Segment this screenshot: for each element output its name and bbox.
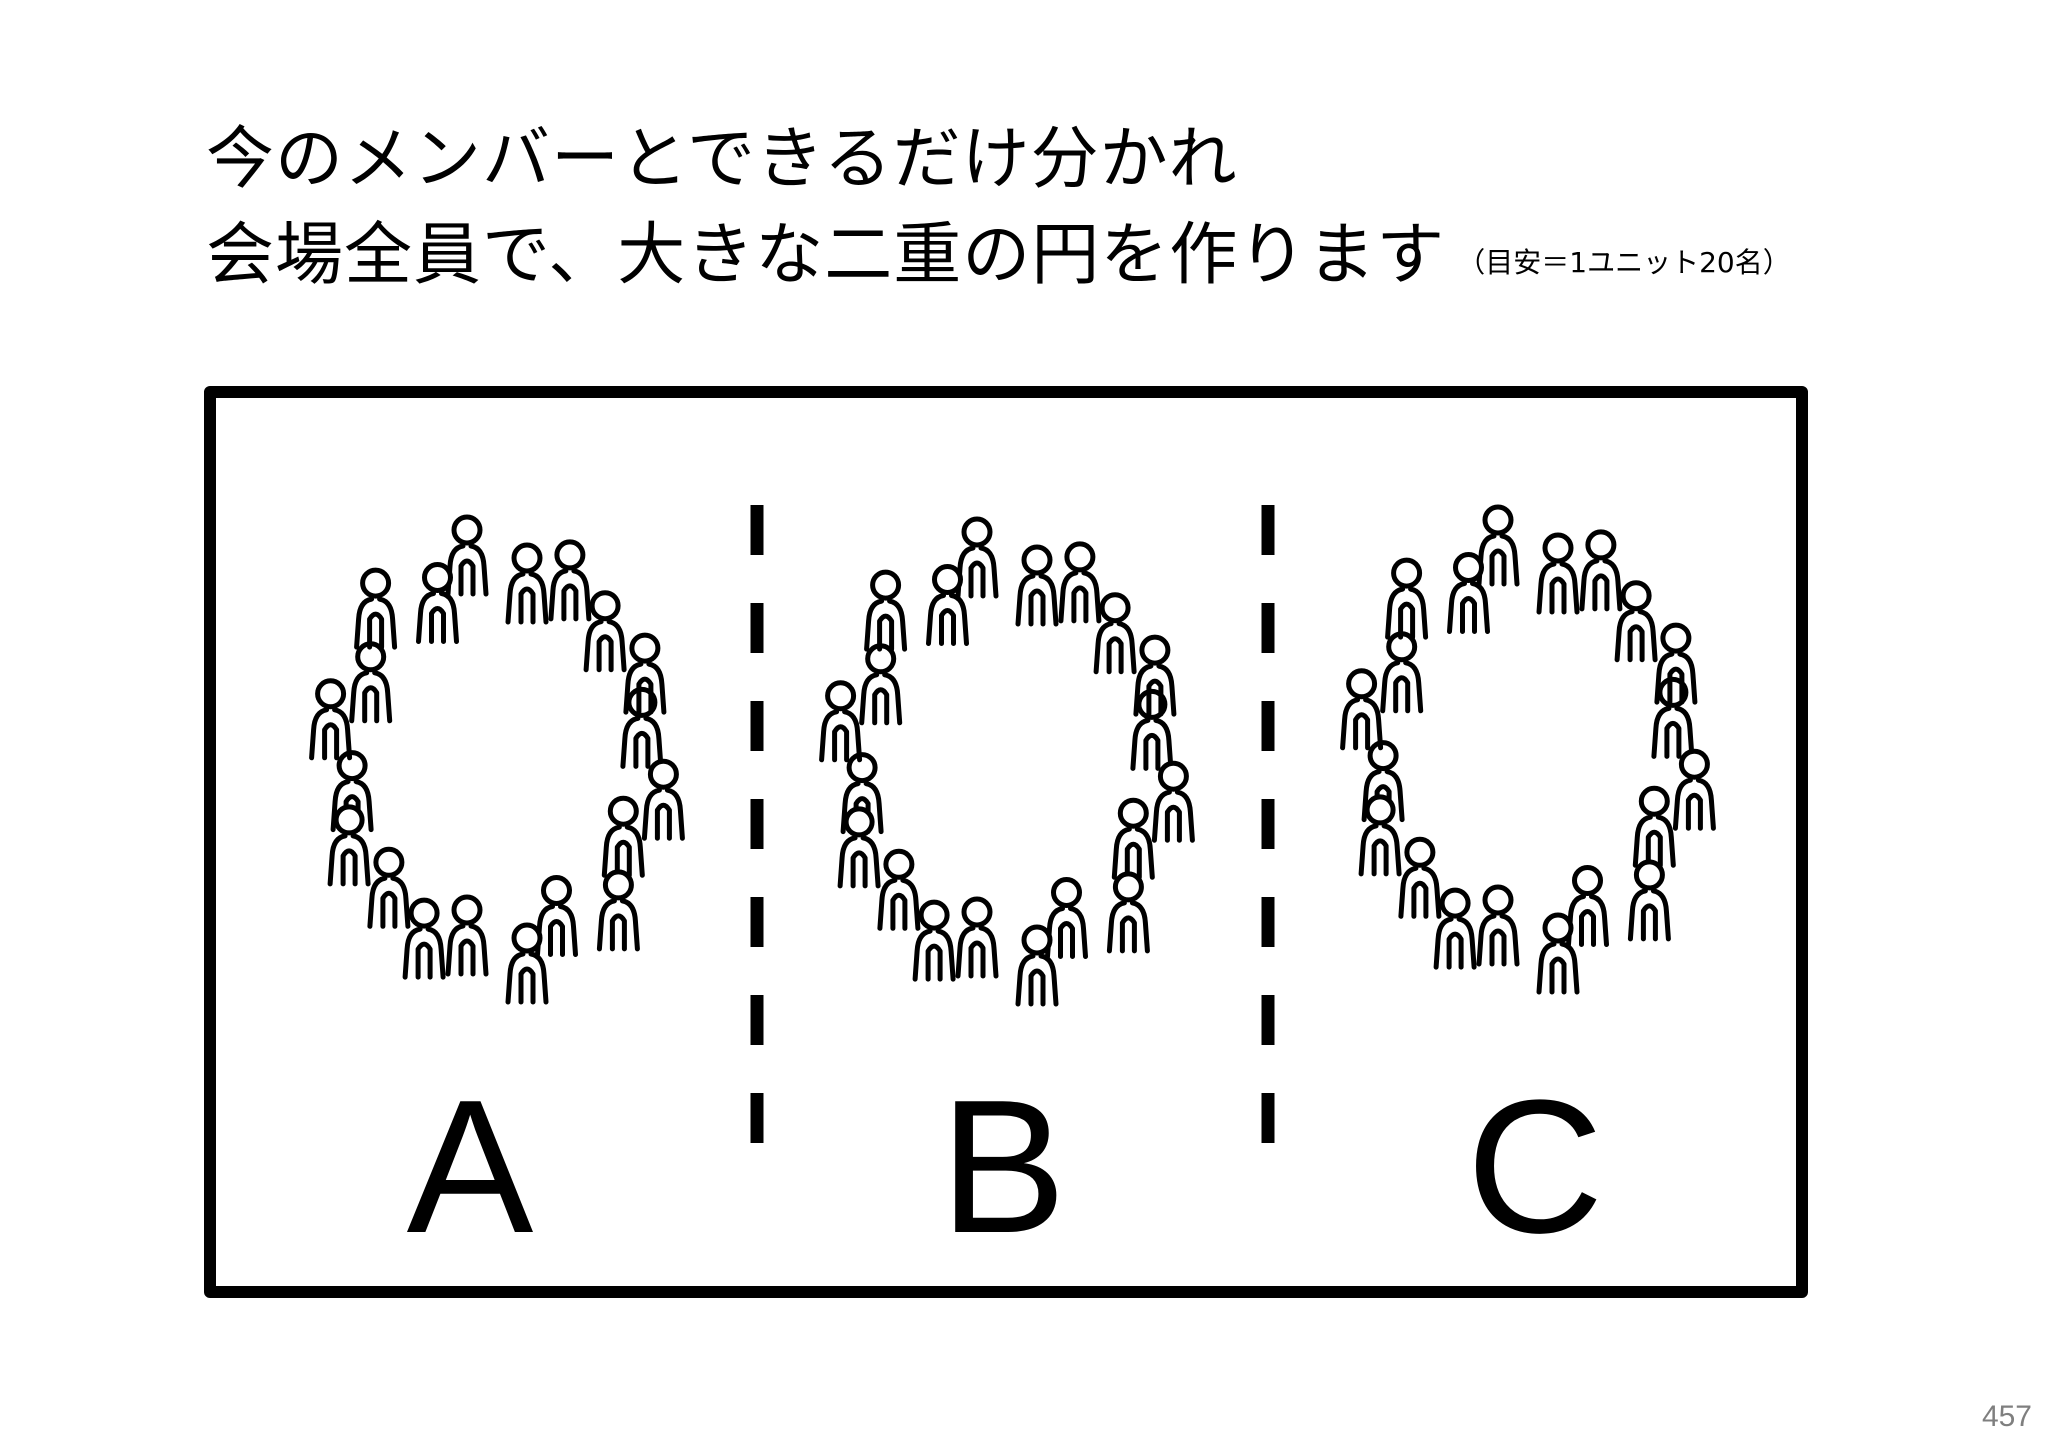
person-icon: [402, 897, 446, 980]
person-icon: [1536, 532, 1580, 615]
person-icon: [1627, 859, 1671, 942]
person-icon: [864, 569, 908, 652]
people-layer: [309, 504, 1716, 1007]
person-icon: [623, 632, 667, 715]
person-icon: [583, 590, 627, 673]
person-icon: [819, 680, 863, 763]
person-icon: [309, 678, 353, 761]
person-icon: [1536, 912, 1580, 995]
person-icon: [1672, 748, 1716, 831]
person-icon: [1433, 887, 1477, 970]
person-icon: [1380, 631, 1424, 714]
person-icon: [1447, 552, 1490, 634]
person-icon: [840, 752, 884, 835]
person-icon: [1566, 865, 1609, 947]
person-icon: [1133, 634, 1177, 717]
person-icon: [877, 848, 921, 931]
person-icon: [505, 922, 549, 1005]
person-icon: [1045, 877, 1088, 959]
person-icon: [1398, 836, 1442, 919]
person-icon: [330, 750, 374, 833]
title-line-1: 今のメンバーとできるだけ分かれ: [206, 120, 1238, 199]
person-icon: [1632, 785, 1676, 868]
person-icon: [1358, 794, 1402, 877]
unit-label-a: A: [407, 1061, 534, 1273]
person-icon: [1654, 622, 1698, 705]
person-icon: [445, 894, 489, 977]
person-icon: [1093, 592, 1137, 675]
person-icon: [1058, 541, 1102, 624]
person-icon: [1476, 884, 1520, 967]
person-icon: [535, 875, 578, 957]
person-icon: [505, 542, 549, 625]
person-icon: [416, 562, 459, 644]
person-icon: [926, 564, 969, 646]
person-icon: [354, 567, 398, 650]
person-icon: [1151, 760, 1195, 843]
person-icon: [912, 899, 956, 982]
person-icon: [548, 539, 592, 622]
slide-title: 今のメンバーとできるだけ分かれ 会場全員で、大きな二重の円を作ります （目安＝1ユ…: [206, 112, 2026, 311]
person-icon: [859, 643, 903, 726]
venue-frame: [204, 386, 1808, 1298]
person-icon: [1015, 544, 1059, 627]
person-icon: [955, 896, 999, 979]
person-icon: [1385, 557, 1429, 640]
person-icon: [1476, 504, 1520, 587]
person-icon: [641, 758, 685, 841]
person-icon: [955, 516, 999, 599]
unit-label-c: C: [1466, 1061, 1603, 1273]
person-icon: [1361, 740, 1405, 823]
person-icon: [1106, 871, 1150, 954]
person-icon: [1111, 797, 1155, 880]
title-note: （目安＝1ユニット20名）: [1457, 246, 1791, 279]
unit-label-b: B: [940, 1061, 1067, 1273]
person-icon: [601, 795, 645, 878]
person-icon: [327, 804, 371, 887]
person-icon: [837, 806, 881, 889]
page-number: 457: [1981, 1400, 2032, 1433]
person-icon: [349, 641, 393, 724]
person-icon: [1340, 668, 1384, 751]
person-icon: [596, 869, 640, 952]
title-line-2-text: 会場全員で、大きな二重の円を作ります: [206, 216, 1446, 295]
person-icon: [445, 514, 489, 597]
person-icon: [1579, 529, 1623, 612]
person-icon: [367, 846, 411, 929]
person-icon: [1015, 924, 1059, 1007]
person-icon: [1614, 580, 1658, 663]
title-line-2: 会場全員で、大きな二重の円を作ります （目安＝1ユニット20名）: [206, 208, 2026, 311]
